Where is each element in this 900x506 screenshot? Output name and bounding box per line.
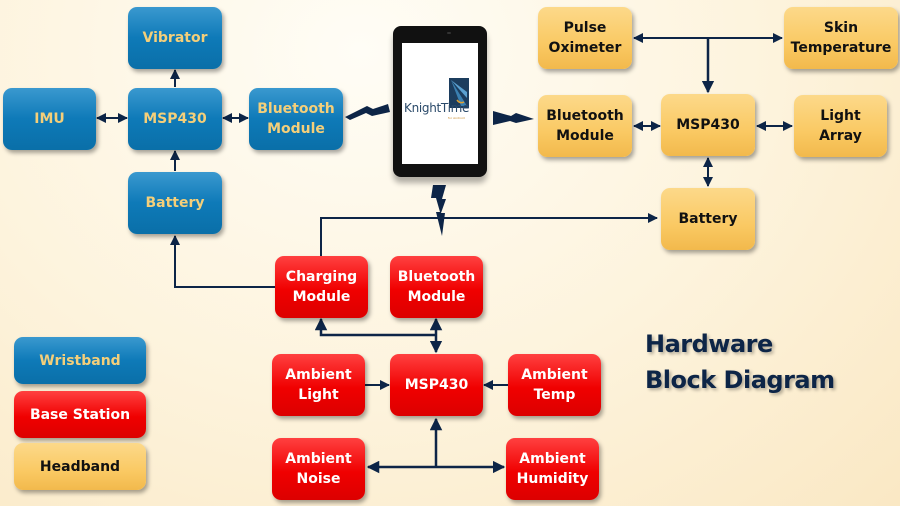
tablet-screen: KnightTime for Android xyxy=(402,43,478,164)
tablet: KnightTime for Android xyxy=(393,26,487,177)
base-ambient-humidity-block: Ambient Humidity xyxy=(506,438,599,500)
legend-base-station: Base Station xyxy=(14,391,146,438)
wristband-bluetooth-block: Bluetooth Module xyxy=(249,88,343,150)
wire-charging-headband-battery xyxy=(320,213,658,258)
base-ambient-temp-block: Ambient Temp xyxy=(508,354,601,416)
wire-bmsp-charging xyxy=(314,317,436,337)
app-name: KnightTime xyxy=(404,101,470,115)
title-line-1: Hardware xyxy=(645,330,773,358)
base-msp430-block: MSP430 xyxy=(390,354,483,416)
wireless-bolt-left xyxy=(345,104,390,120)
base-ambient-light-block: Ambient Light xyxy=(272,354,365,416)
wire-charging-wristband-battery xyxy=(170,235,275,288)
app-subtitle: for Android xyxy=(448,116,465,120)
tablet-camera xyxy=(447,32,451,34)
headband-battery-block: Battery xyxy=(661,188,755,250)
headband-skin-temperature-block: Skin Temperature xyxy=(784,7,898,69)
title-line-2: Block Diagram xyxy=(645,366,835,394)
wristband-battery-block: Battery xyxy=(128,172,222,234)
legend-headband: Headband xyxy=(14,443,146,490)
wireless-bolt-right xyxy=(493,111,534,125)
diagram-title: Hardware Block Diagram xyxy=(645,326,835,398)
base-ambient-noise-block: Ambient Noise xyxy=(272,438,365,500)
headband-pulse-oximeter-block: Pulse Oximeter xyxy=(538,7,632,69)
base-charging-module-block: Charging Module xyxy=(275,256,368,318)
wristband-msp430-block: MSP430 xyxy=(128,88,222,150)
headband-bluetooth-block: Bluetooth Module xyxy=(538,95,632,157)
wristband-imu-block: IMU xyxy=(3,88,96,150)
wireless-bolt-bottom xyxy=(431,185,446,236)
headband-msp430-block: MSP430 xyxy=(661,94,755,156)
knighttime-logo-icon xyxy=(449,78,469,108)
wristband-vibrator-block: Vibrator xyxy=(128,7,222,69)
legend-wristband: Wristband xyxy=(14,337,146,384)
base-bluetooth-block: Bluetooth Module xyxy=(390,256,483,318)
headband-light-array-block: Light Array xyxy=(794,95,887,157)
